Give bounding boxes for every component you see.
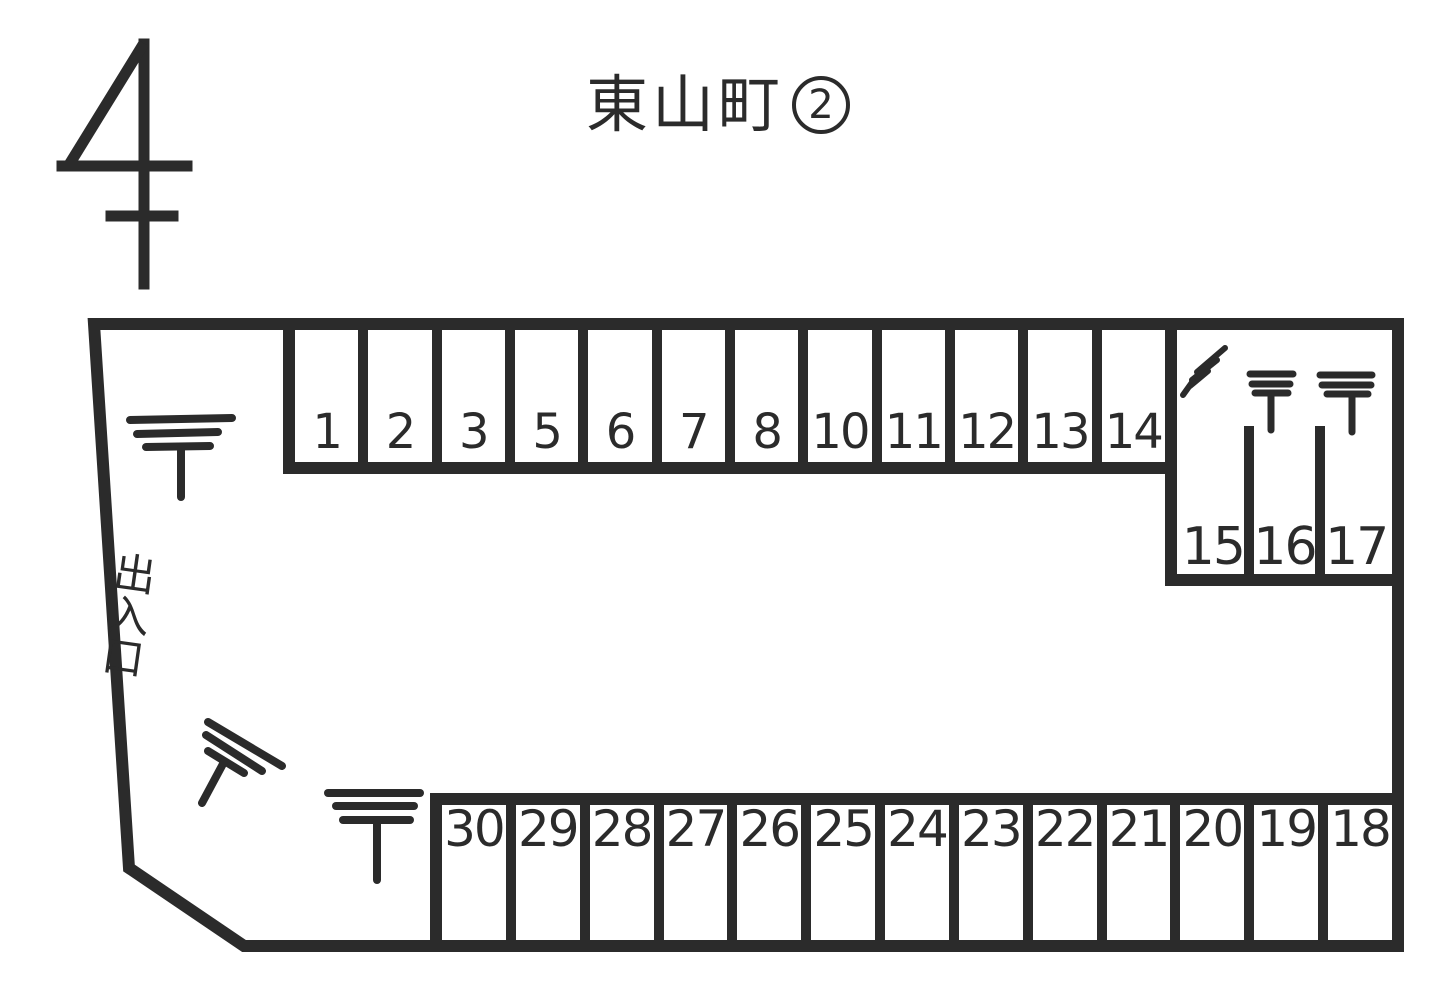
parking-space: 18 [1318, 800, 1392, 940]
parking-space-number: 29 [517, 800, 580, 858]
parking-space: 7 [651, 330, 725, 462]
parking-space: 14 [1091, 330, 1165, 462]
parking-space: 10 [798, 330, 871, 462]
parking-space-number: 23 [961, 800, 1023, 858]
parking-space-number: 14 [1104, 404, 1164, 461]
parking-space: 8 [724, 330, 798, 462]
parking-space: 19 [1244, 800, 1318, 940]
utility-pole-icon [126, 414, 236, 501]
page-title-text: 東山町 [586, 68, 785, 141]
north-arrow-icon [56, 38, 193, 290]
parking-space: 16 [1243, 330, 1321, 577]
parking-space-number: 7 [679, 404, 710, 461]
parking-space: 21 [1096, 800, 1171, 940]
parking-space-number: 6 [605, 404, 637, 461]
parking-space-number: 11 [884, 404, 944, 461]
parking-space-number: 22 [1034, 800, 1097, 858]
parking-space-number: 28 [591, 800, 654, 858]
parking-space-number: 12 [958, 404, 1017, 461]
parking-space: 27 [653, 800, 728, 940]
parking-space: 1 [295, 330, 358, 462]
parking-space-number: 3 [459, 404, 490, 461]
parking-space-number: 17 [1325, 516, 1389, 577]
parking-space-number: 10 [811, 404, 870, 461]
parking-space-number: 2 [385, 404, 417, 461]
parking-space-number: 15 [1181, 516, 1246, 577]
parking-space: 28 [579, 800, 654, 940]
parking-space: 3 [431, 330, 505, 462]
parking-space-number: 13 [1031, 404, 1090, 461]
parking-space-number: 30 [444, 800, 506, 858]
parking-space-number: 19 [1256, 800, 1318, 858]
parking-space-number: 21 [1108, 800, 1171, 858]
parking-space: 20 [1170, 800, 1245, 940]
parking-space: 22 [1022, 800, 1097, 940]
parking-space: 12 [944, 330, 1018, 462]
parking-space: 2 [358, 330, 431, 462]
entrance-exit-label: 出入口 [93, 548, 160, 681]
parking-space: 23 [948, 800, 1023, 940]
utility-pole-icon [324, 789, 424, 884]
parking-space-number: 1 [312, 404, 343, 461]
parking-space-number: 18 [1330, 800, 1392, 858]
parking-space: 13 [1018, 330, 1091, 462]
parking-space: 5 [504, 330, 578, 462]
parking-space-number: 8 [752, 404, 783, 461]
parking-space: 15 [1177, 330, 1249, 574]
parking-space: 24 [875, 800, 949, 940]
parking-space-number: 20 [1182, 800, 1245, 858]
parking-space-number: 27 [665, 800, 728, 858]
parking-space: 17 [1315, 330, 1392, 577]
parking-space-number: 26 [739, 800, 801, 858]
parking-space: 26 [727, 800, 801, 940]
parking-space-number: 25 [813, 800, 875, 858]
parking-space-number: 24 [887, 800, 949, 858]
parking-space-number: 5 [532, 404, 563, 461]
parking-space: 25 [801, 800, 875, 940]
parking-space: 29 [505, 800, 580, 940]
utility-pole-icon [198, 718, 286, 807]
circled-number-badge: 2 [792, 76, 851, 134]
parking-space: 11 [871, 330, 945, 462]
parking-space: 6 [578, 330, 651, 462]
parking-space: 30 [442, 800, 506, 940]
parking-space-number: 16 [1253, 516, 1317, 577]
